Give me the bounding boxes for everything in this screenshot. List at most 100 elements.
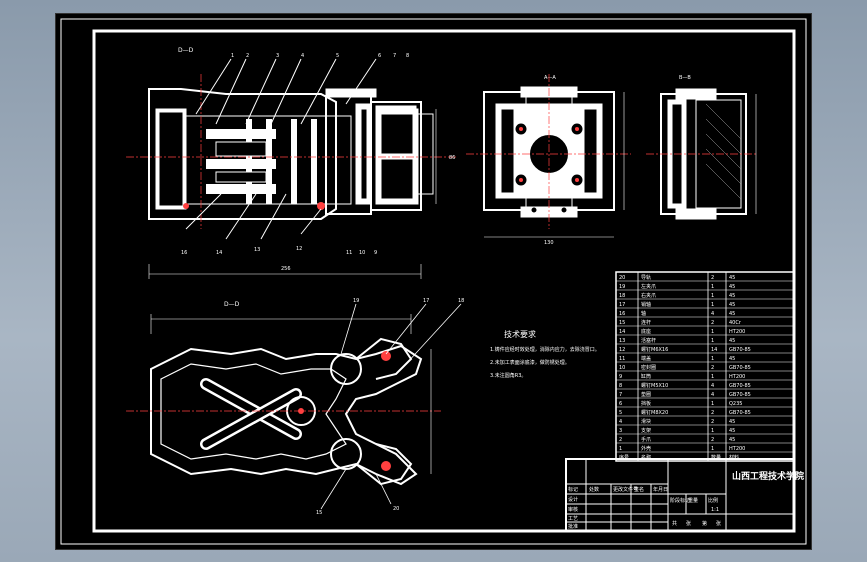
bom-cell: 1	[711, 374, 714, 380]
bom-cell: 18	[619, 293, 625, 299]
tech-req-title: 技术要求	[504, 329, 536, 339]
bom-cell: 11	[619, 356, 625, 362]
bom-cell: 1	[711, 338, 714, 344]
bom-cell: 13	[619, 338, 625, 344]
balloon-label: 2	[246, 53, 249, 59]
bom-cell: 45	[729, 284, 735, 290]
bom-cell: Q235	[729, 401, 742, 407]
cad-drawing: D—D	[60, 18, 807, 545]
tech-req-item: 1.铸件应经时效处理，消除内应力，去除浇冒口。	[490, 346, 600, 353]
bom-cell: 14	[619, 329, 625, 335]
bom-cell: 4	[711, 383, 714, 389]
bom-cell: 3	[619, 428, 622, 434]
balloon-label: 17	[423, 298, 429, 304]
balloon-label: 5	[336, 53, 339, 59]
bom-cell: 螺钉M6X16	[641, 346, 668, 353]
bom-cell: 45	[729, 311, 735, 317]
title-block	[565, 458, 795, 532]
title-block-cell: 张	[686, 520, 691, 527]
bottom-balloon-labels: 16 14 13 12 11 10 9	[181, 246, 377, 256]
title-block-cell: 第	[702, 520, 707, 527]
bom-cell: 6	[619, 401, 622, 407]
bom-cell: GB70-85	[729, 383, 751, 389]
tech-req-item: 2.未加工表面涂底漆，做防锈处理。	[490, 359, 570, 366]
bom-cell: 1	[711, 446, 714, 452]
bom-cell: 左夹爪	[641, 283, 656, 290]
balloon-label: 19	[353, 298, 359, 304]
bom-cell: 销轴	[641, 301, 651, 308]
bom-cell: 2	[619, 437, 622, 443]
bom-cell: 16	[619, 311, 625, 317]
bom-cell: 1	[711, 284, 714, 290]
top-section-view: D—D	[126, 47, 456, 279]
bom-cell: 密封圈	[641, 364, 656, 371]
bom-cell: 45	[729, 437, 735, 443]
balloon-label: 15	[316, 510, 322, 516]
lower-view-balloons: 19 17 18 15 20	[316, 298, 464, 516]
bom-cell: 2	[711, 410, 714, 416]
title-block-cell: 处数	[589, 486, 599, 493]
bom-cell: 垫圈	[641, 391, 651, 398]
balloon-label: 9	[374, 250, 377, 256]
bom-cell: 20	[619, 275, 625, 281]
balloon-label: 7	[393, 53, 396, 59]
bom-cell: 螺钉M5X10	[641, 382, 668, 389]
title-block-cell: 审核	[568, 506, 578, 513]
bom-cell: 2	[711, 275, 714, 281]
bom-cell: 数量	[711, 454, 721, 461]
balloon-label: 3	[276, 53, 279, 59]
side-section-view: B—B	[646, 75, 757, 220]
bom-cell: 17	[619, 302, 625, 308]
bom-cell: 7	[619, 392, 622, 398]
outer-frame	[60, 18, 807, 545]
view-label-bottom: D—D	[224, 301, 240, 308]
bom-cell: 轴	[641, 310, 646, 317]
cad-viewport[interactable]: D—D	[55, 13, 812, 550]
bom-cell: 名称	[641, 454, 651, 461]
bom-cell: 10	[619, 365, 625, 371]
title-block-cell: 张	[716, 520, 721, 527]
bom-cell: 1	[711, 356, 714, 362]
balloon-label: 12	[296, 246, 302, 252]
svg-text:130: 130	[544, 240, 554, 246]
title-block-cell: 更改文件号	[613, 486, 638, 493]
tech-requirements: 技术要求 1.铸件应经时效处理，消除内应力，去除浇冒口。 2.未加工表面涂底漆，…	[490, 329, 600, 379]
bom-cell: 1	[711, 302, 714, 308]
balloon-label: 14	[216, 250, 222, 256]
bom-cell: 4	[711, 311, 714, 317]
bom-cell: 2	[711, 437, 714, 443]
bom-cell: 45	[729, 293, 735, 299]
bom-cell: 15	[619, 320, 625, 326]
bom-cell: 端盖	[641, 355, 651, 362]
bom-cell: GB70-85	[729, 392, 751, 398]
top-balloon-labels: 1 2 3 4 5 6 7 8	[231, 53, 409, 59]
balloon-label: 8	[406, 53, 409, 59]
bom-cell: 2	[711, 365, 714, 371]
bom-cell: GB70-85	[729, 410, 751, 416]
bom-cell: 右夹爪	[641, 292, 656, 299]
bom-cell: 手爪	[641, 436, 651, 443]
bom-cell: 滑块	[641, 418, 651, 425]
bom-cell: 45	[729, 428, 735, 434]
bom-cell: 支架	[641, 427, 651, 434]
bom-cell: 2	[711, 320, 714, 326]
bom-cell: 8	[619, 383, 622, 389]
school-name: 山西工程技术学院	[732, 470, 804, 482]
bom-cell: 12	[619, 347, 625, 353]
bom-cell: GB70-85	[729, 365, 751, 371]
bom-cell: 导轨	[641, 274, 651, 281]
balloon-label: 10	[359, 250, 365, 256]
bom-cell: 4	[711, 392, 714, 398]
bom-cell: 外壳	[641, 445, 651, 452]
bom-cell: HT200	[729, 329, 745, 335]
title-block-cell: 比例	[708, 497, 718, 504]
bom-cell: 45	[729, 338, 735, 344]
svg-text:86: 86	[449, 155, 455, 161]
tech-req-item: 3.未注圆角R3。	[490, 372, 526, 379]
bom-cell: 45	[729, 302, 735, 308]
bom-cell: GB70-85	[729, 347, 751, 353]
end-view: A—A 130	[466, 74, 631, 246]
balloon-label: 20	[393, 506, 399, 512]
bom-cell: 14	[711, 347, 717, 353]
